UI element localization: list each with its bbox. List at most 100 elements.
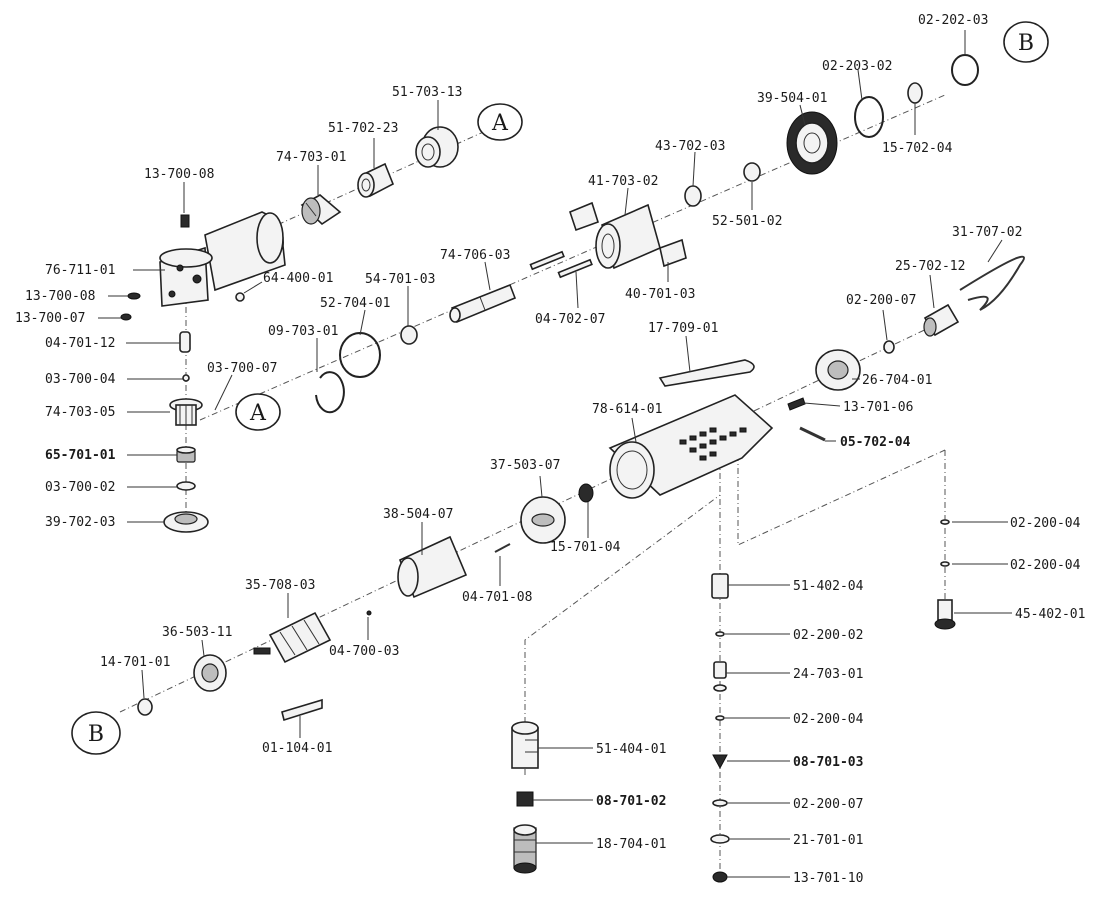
callout-a-top: A <box>477 103 523 141</box>
ring-gear-shape <box>786 111 838 175</box>
part-shapes <box>120 54 1025 883</box>
pin-b-shape <box>557 258 593 279</box>
label-02-200-04-b: 02-200-04 <box>1010 558 1081 573</box>
label-39-702-03: 39-702-03 <box>45 515 115 530</box>
label-17-709-01: 17-709-01 <box>648 321 718 336</box>
label-24-703-01: 24-703-01 <box>793 667 863 682</box>
label-02-202-03: 02-202-03 <box>918 13 988 28</box>
label-18-704-01: 18-704-01 <box>596 837 666 852</box>
valve-seat-shape <box>513 824 537 874</box>
label-13-701-06: 13-701-06 <box>843 400 913 415</box>
clutch-housing-shape <box>595 203 661 270</box>
callout-b-top: B <box>1003 21 1049 63</box>
snap-ring-shape <box>951 54 979 86</box>
callout-b-bottom-label: B <box>88 722 104 747</box>
clutch-jaw-shape <box>659 238 687 268</box>
part-labels: 02-202-03 02-203-02 39-504-01 15-702-04 … <box>15 13 1085 886</box>
o-ring-e-shape <box>940 561 950 567</box>
callout-b-bottom: B <box>71 711 121 755</box>
label-01-104-01: 01-104-01 <box>262 741 332 756</box>
label-39-504-01: 39-504-01 <box>757 91 827 106</box>
label-43-702-03: 43-702-03 <box>655 139 725 154</box>
label-03-700-07: 03-700-07 <box>207 361 277 376</box>
motor-housing-shape <box>608 394 774 499</box>
washer-b-shape <box>743 162 761 182</box>
label-35-708-03: 35-708-03 <box>245 578 315 593</box>
label-08-701-02: 08-701-02 <box>596 794 666 809</box>
valve-sleeve-shape <box>711 573 729 599</box>
label-13-700-08-side: 13-700-08 <box>25 289 95 304</box>
label-74-706-03: 74-706-03 <box>440 248 510 263</box>
label-31-707-02: 31-707-02 <box>952 225 1022 240</box>
label-04-702-07: 04-702-07 <box>535 312 605 327</box>
end-plate-shape <box>520 496 566 544</box>
valve-stem-shape <box>713 661 727 692</box>
label-15-702-04: 15-702-04 <box>882 141 953 156</box>
label-02-200-02: 02-200-02 <box>793 628 863 643</box>
pin-e-shape <box>366 610 372 616</box>
label-13-700-08-top: 13-700-08 <box>144 167 214 182</box>
o-ring-d-shape <box>940 519 950 525</box>
pin-shape <box>179 331 191 353</box>
label-15-701-04: 15-701-04 <box>550 540 621 555</box>
clutch-dog-shape <box>569 201 599 232</box>
label-51-404-01: 51-404-01 <box>596 742 666 757</box>
label-02-200-04-a: 02-200-04 <box>1010 516 1081 531</box>
label-37-503-07: 37-503-07 <box>490 458 560 473</box>
cap-shape <box>712 871 728 883</box>
spacer-shape <box>400 325 418 345</box>
label-74-703-05: 74-703-05 <box>45 405 115 420</box>
regulator-shape <box>511 721 539 769</box>
bearing-c-shape <box>578 483 594 503</box>
screw-b-shape <box>787 397 806 411</box>
o-ring-c-shape <box>883 340 895 354</box>
leader-lines <box>98 30 1012 878</box>
bearing-a-shape <box>415 126 459 168</box>
retaining-ring-shape <box>315 371 345 414</box>
label-21-701-01: 21-701-01 <box>793 833 863 848</box>
label-05-702-04: 05-702-04 <box>840 435 911 450</box>
callout-a-top-label: A <box>491 111 509 136</box>
callout-a-bottom-label: A <box>249 401 267 426</box>
label-02-200-07-top: 02-200-07 <box>846 293 916 308</box>
cylinder-shape <box>397 535 468 599</box>
clip-shape <box>710 834 730 844</box>
label-41-703-02: 41-703-02 <box>588 174 658 189</box>
bevel-gear-shape <box>300 194 342 226</box>
label-74-703-01: 74-703-01 <box>276 150 346 165</box>
needle-bearing-shape <box>176 446 196 463</box>
label-25-702-12: 25-702-12 <box>895 259 965 274</box>
vane-shape <box>281 698 323 722</box>
spindle-shape <box>449 283 517 324</box>
plug-shape <box>235 292 245 302</box>
label-38-504-07: 38-504-07 <box>383 507 453 522</box>
label-51-402-04: 51-402-04 <box>793 579 864 594</box>
label-13-700-07: 13-700-07 <box>15 311 85 326</box>
pinion-gear-shape <box>169 398 203 426</box>
spring-shape <box>712 754 728 770</box>
o-ring-b-shape <box>854 96 884 138</box>
callout-b-top-label: B <box>1018 31 1034 56</box>
label-08-701-03: 08-701-03 <box>793 755 863 770</box>
o-ring-f-shape <box>715 631 725 637</box>
label-65-701-01: 65-701-01 <box>45 448 116 463</box>
label-51-702-23: 51-702-23 <box>328 121 398 136</box>
label-09-703-01: 09-703-01 <box>268 324 338 339</box>
bearing-b-shape <box>907 82 923 104</box>
callout-a-bottom: A <box>235 393 281 431</box>
label-04-700-03: 04-700-03 <box>329 644 399 659</box>
rear-plate-shape <box>193 654 227 692</box>
label-02-200-04-c: 02-200-04 <box>793 712 864 727</box>
label-64-400-01: 64-400-01 <box>263 271 333 286</box>
washer-shape <box>176 481 196 491</box>
label-40-701-03: 40-701-03 <box>625 287 695 302</box>
label-78-614-01: 78-614-01 <box>592 402 662 417</box>
label-54-701-03: 54-701-03 <box>365 272 435 287</box>
hanger-shape <box>959 255 1025 311</box>
pin-c-shape <box>799 426 826 442</box>
label-45-402-01: 45-402-01 <box>1015 607 1085 622</box>
label-04-701-12: 04-701-12 <box>45 336 115 351</box>
cam-shape <box>684 185 702 207</box>
